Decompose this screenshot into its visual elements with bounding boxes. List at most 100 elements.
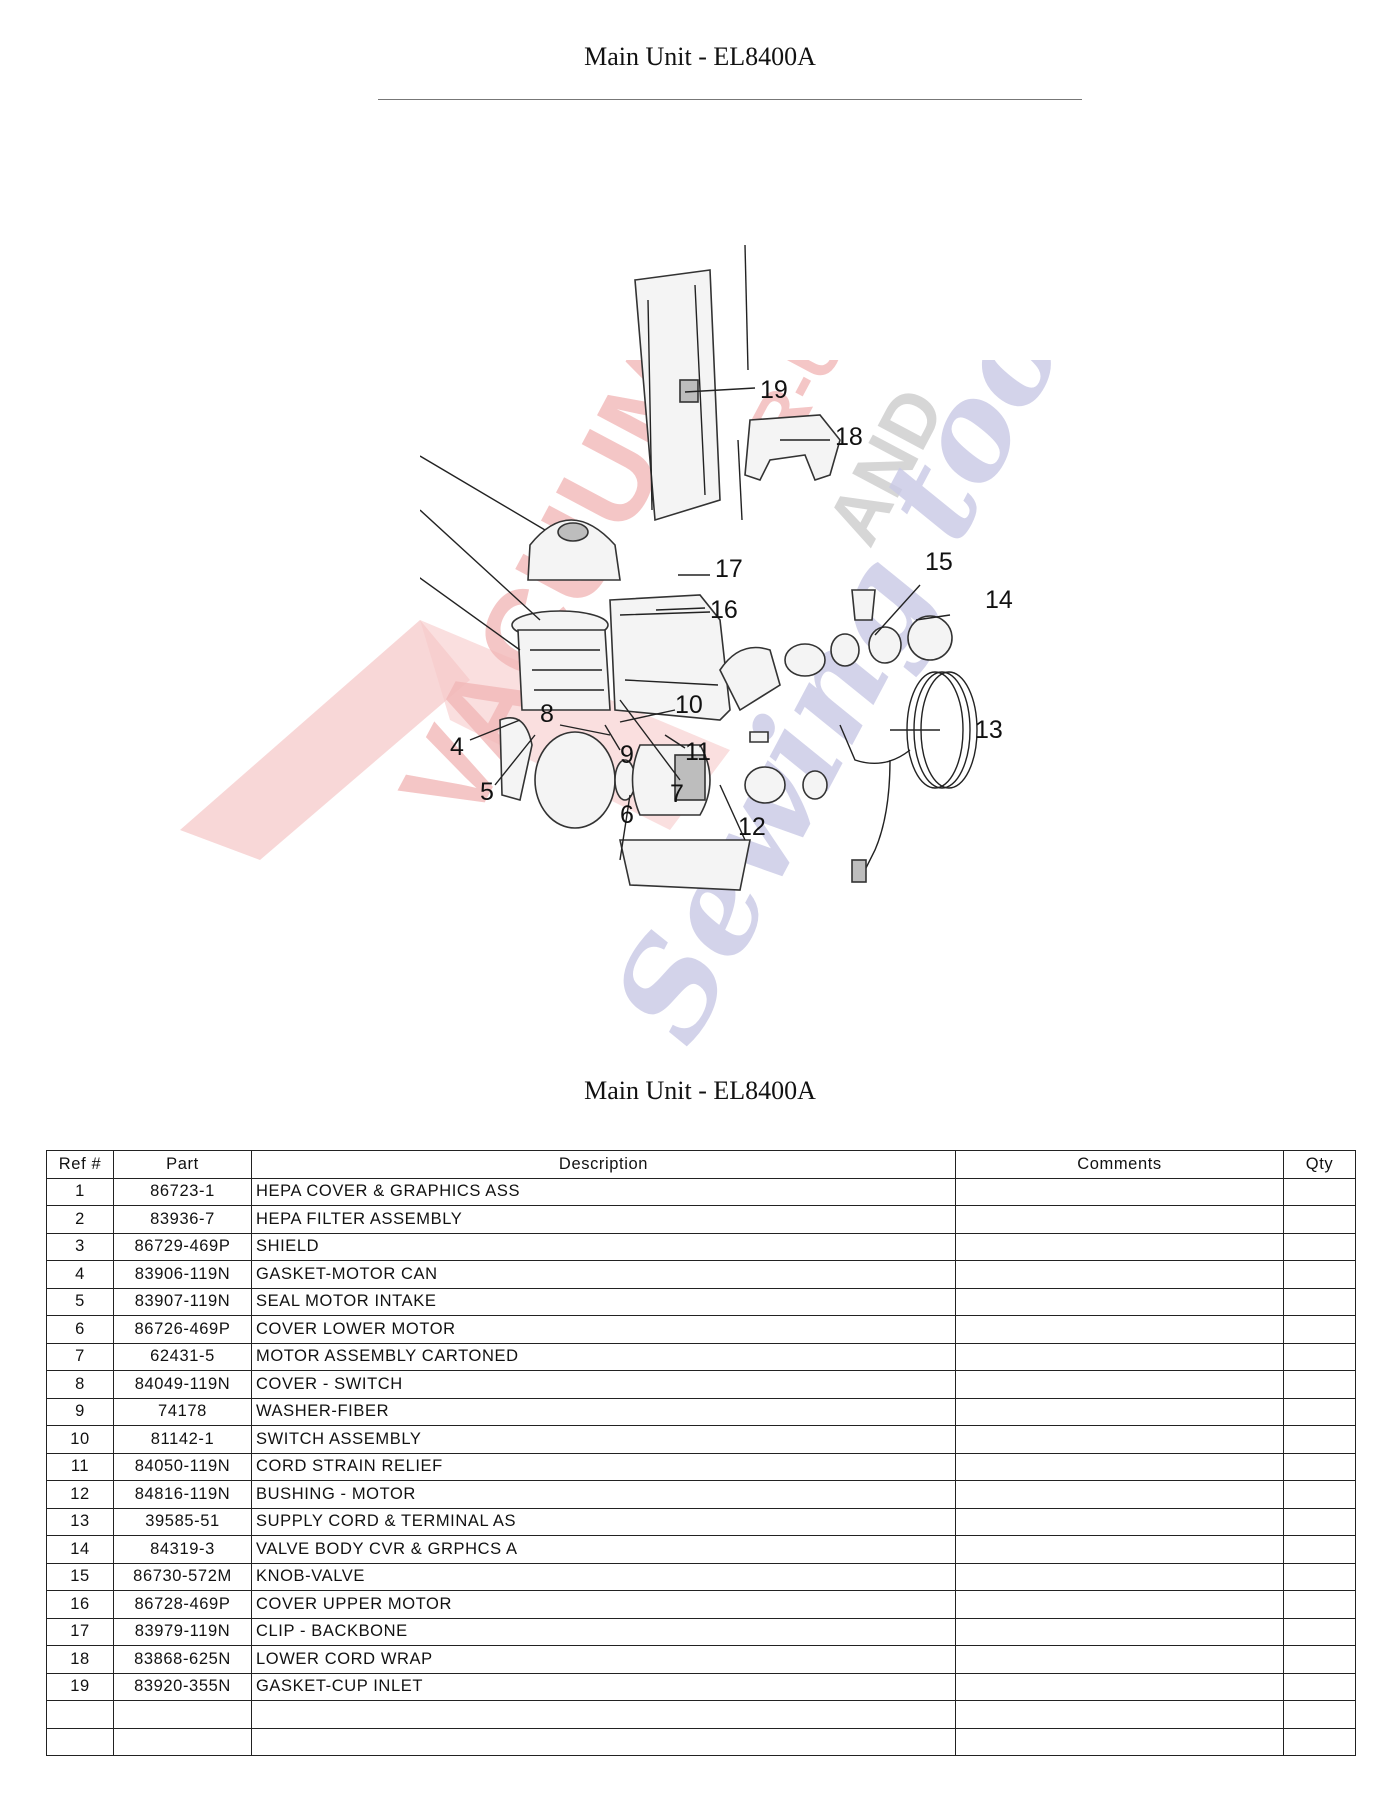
cell-qty [1283, 1342, 1356, 1371]
cell-desc: COVER UPPER MOTOR [251, 1590, 956, 1619]
cell-part: 84816-119N [113, 1480, 252, 1509]
callout-15: 15 [925, 548, 953, 576]
cell-desc: HEPA FILTER ASSEMBLY [251, 1205, 956, 1234]
cell-part: 86726-469P [113, 1315, 252, 1344]
cell-part: 84319-3 [113, 1535, 252, 1564]
callout-8: 8 [540, 700, 554, 728]
cell-ref: 14 [46, 1535, 114, 1564]
cell-qty [1283, 1645, 1356, 1674]
cell-qty [1283, 1617, 1356, 1646]
cell-desc: SHIELD [251, 1232, 956, 1261]
cell-ref [46, 1700, 114, 1729]
cell-ref: 19 [46, 1672, 114, 1701]
callout-11: 11 [685, 738, 711, 766]
cell-desc: HEPA COVER & GRAPHICS ASS [251, 1177, 956, 1206]
cell-comments [955, 1260, 1284, 1289]
cell-part: 86729-469P [113, 1232, 252, 1261]
cell-qty [1283, 1590, 1356, 1619]
cell-qty [1283, 1562, 1356, 1591]
cell-comments [955, 1562, 1284, 1591]
cell-ref [46, 1727, 114, 1756]
cell-part: 81142-1 [113, 1425, 252, 1454]
cell-part: 86723-1 [113, 1177, 252, 1206]
callout-6: 6 [620, 801, 634, 829]
callout-10: 10 [675, 691, 703, 719]
cell-ref: 12 [46, 1480, 114, 1509]
cell-ref: 16 [46, 1590, 114, 1619]
callout-5: 5 [480, 778, 494, 806]
cell-desc: COVER - SWITCH [251, 1370, 956, 1399]
cell-comments [955, 1480, 1284, 1509]
cell-comments [955, 1315, 1284, 1344]
cell-comments [955, 1507, 1284, 1536]
cell-comments [955, 1342, 1284, 1371]
cell-comments [955, 1672, 1284, 1701]
cell-comments [955, 1727, 1284, 1756]
callout-4: 4 [450, 733, 464, 761]
callout-14: 14 [985, 586, 1013, 614]
cell-comments [955, 1700, 1284, 1729]
cell-comments [955, 1645, 1284, 1674]
cell-part [113, 1700, 252, 1729]
cell-part: 84050-119N [113, 1452, 252, 1481]
table-row [46, 1700, 1356, 1729]
supply-cord-part [839, 671, 978, 883]
column-header-qty: Qty [1283, 1150, 1356, 1179]
cell-ref: 6 [46, 1315, 114, 1344]
cell-desc: MOTOR ASSEMBLY CARTONED [251, 1342, 956, 1371]
column-header-description: Description [251, 1150, 956, 1179]
backbone-part [634, 244, 749, 522]
cell-ref: 9 [46, 1397, 114, 1426]
cell-qty [1283, 1205, 1356, 1234]
cell-qty [1283, 1535, 1356, 1564]
cell-desc: SUPPLY CORD & TERMINAL AS [251, 1507, 956, 1536]
cell-desc: LOWER CORD WRAP [251, 1645, 956, 1674]
table-header-row: Ref # Part Description Comments Qty [46, 1150, 1356, 1179]
cell-part: 86728-469P [113, 1590, 252, 1619]
cell-comments [955, 1452, 1284, 1481]
table-title: Main Unit - EL8400A [584, 1076, 816, 1105]
cell-ref: 4 [46, 1260, 114, 1289]
cell-desc [251, 1700, 956, 1729]
cell-qty [1283, 1425, 1356, 1454]
cell-desc: WASHER-FIBER [251, 1397, 956, 1426]
cell-desc: COVER LOWER MOTOR [251, 1315, 956, 1344]
cell-desc: KNOB-VALVE [251, 1562, 956, 1591]
cell-ref: 5 [46, 1287, 114, 1316]
callout-18: 18 [835, 423, 863, 451]
cell-qty [1283, 1177, 1356, 1206]
cell-part [113, 1727, 252, 1756]
page-title: Main Unit - EL8400A [584, 42, 816, 71]
cell-ref: 15 [46, 1562, 114, 1591]
cell-ref: 3 [46, 1232, 114, 1261]
callout-9: 9 [620, 741, 634, 769]
cell-qty [1283, 1727, 1356, 1756]
cell-part: 84049-119N [113, 1370, 252, 1399]
cell-qty [1283, 1452, 1356, 1481]
cell-part: 62431-5 [113, 1342, 252, 1371]
callout-12: 12 [738, 813, 766, 841]
cell-qty [1283, 1287, 1356, 1316]
cell-ref: 1 [46, 1177, 114, 1206]
bushing-part [744, 731, 828, 804]
cell-qty [1283, 1507, 1356, 1536]
callout-19: 19 [760, 376, 788, 404]
